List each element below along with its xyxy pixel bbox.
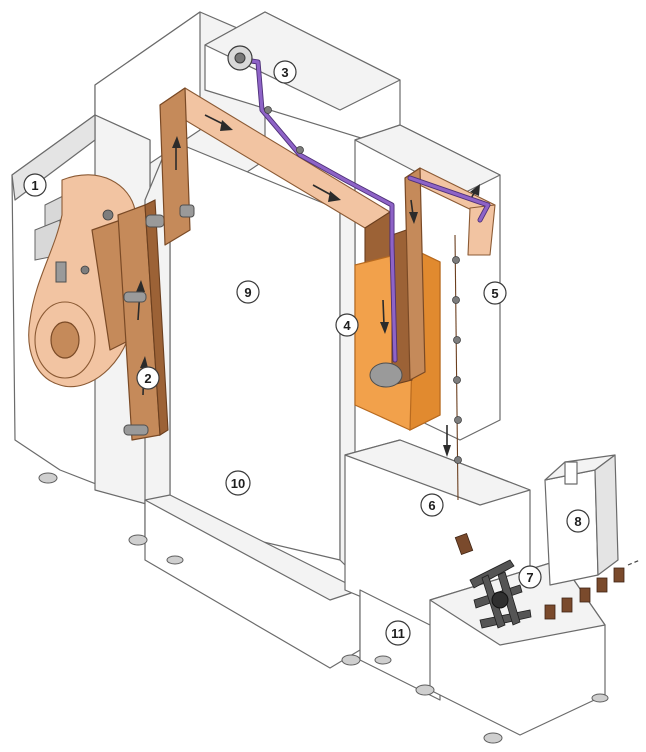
label-5: 5 — [483, 281, 507, 305]
label-4: 4 — [335, 313, 359, 337]
label-6: 6 — [420, 493, 444, 517]
drive-motor — [28, 174, 151, 388]
label-1: 1 — [23, 173, 47, 197]
svg-text:6: 6 — [428, 498, 435, 513]
svg-text:10: 10 — [231, 476, 245, 491]
output-sorter — [454, 532, 641, 629]
svg-text:9: 9 — [244, 285, 251, 300]
lower-right-housing — [344, 439, 606, 736]
svg-text:4: 4 — [343, 318, 351, 333]
svg-text:2: 2 — [144, 371, 151, 386]
sorter-fan — [469, 559, 532, 629]
machine-feet — [38, 472, 609, 744]
label-10: 10 — [225, 470, 251, 496]
label-11: 11 — [385, 620, 411, 646]
strip-section-5 — [404, 167, 496, 501]
label-7: 7 — [518, 565, 542, 589]
label-3: 3 — [273, 60, 297, 84]
central-housing — [144, 139, 361, 669]
svg-text:7: 7 — [526, 570, 533, 585]
label-2: 2 — [136, 366, 160, 390]
label-9: 9 — [236, 280, 260, 304]
svg-text:8: 8 — [574, 514, 581, 529]
svg-text:3: 3 — [281, 65, 288, 80]
wire-path — [227, 45, 491, 363]
svg-text:11: 11 — [391, 626, 405, 641]
svg-text:1: 1 — [31, 178, 38, 193]
label-8: 8 — [566, 509, 590, 533]
svg-text:5: 5 — [491, 286, 498, 301]
